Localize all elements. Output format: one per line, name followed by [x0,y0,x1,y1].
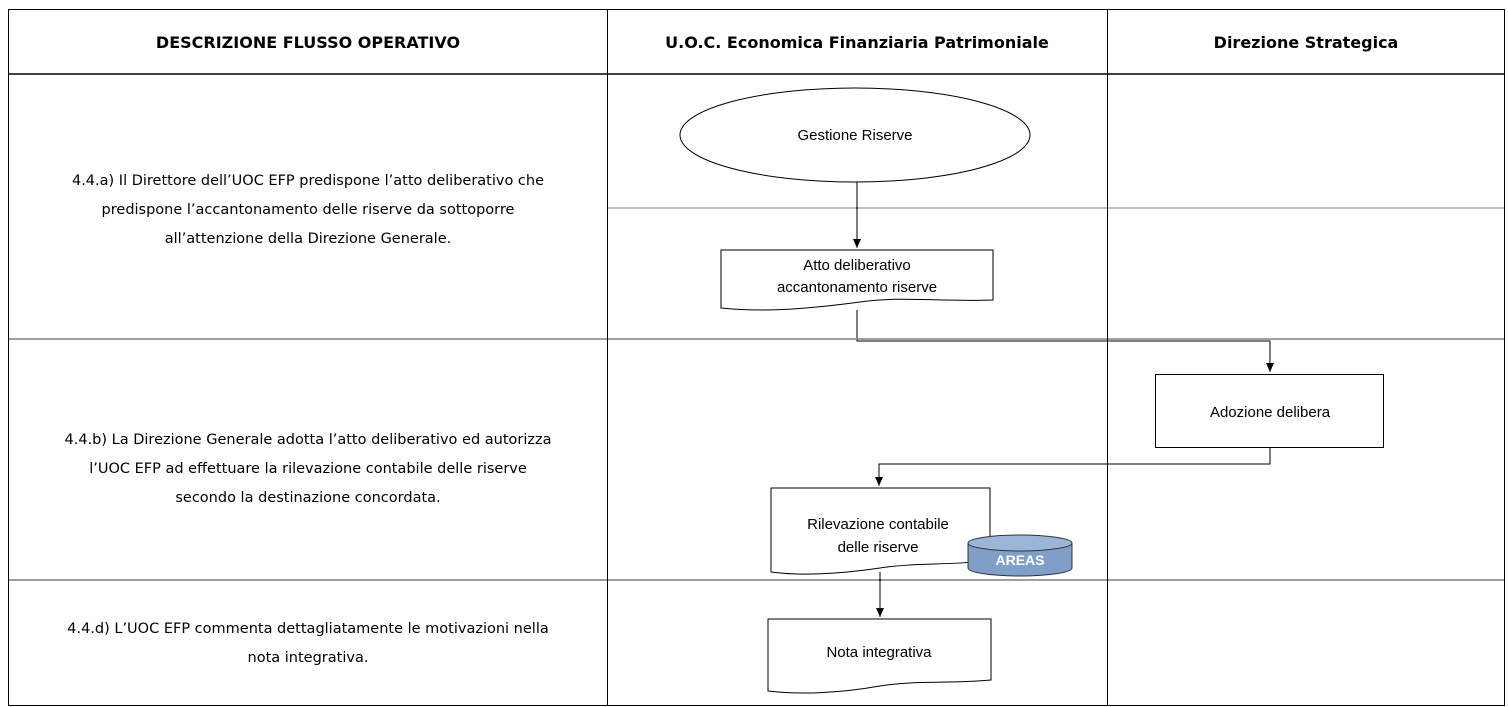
node-atto-deliberativo: Atto deliberativo accantonamento riserve [720,249,994,311]
step-description-d: 4.4.d) L’UOC EFP commenta dettagliatamen… [67,621,549,666]
node-areas-label: AREAS [995,552,1044,568]
node-areas-database: AREAS [967,534,1073,577]
step-b-line-2: l’UOC EFP ad effettuare la rilevazione c… [89,461,527,477]
header-row: DESCRIZIONE FLUSSO OPERATIVO U.O.C. Econ… [156,33,1398,52]
step-description-a: 4.4.a) Il Direttore dell’UOC EFP predisp… [72,173,544,247]
column-header-description: DESCRIZIONE FLUSSO OPERATIVO [156,33,460,52]
step-b-line-1: 4.4.b) La Direzione Generale adotta l’at… [65,432,552,448]
node-gestione-riserve-label: Gestione Riserve [797,127,912,144]
node-rilevazione-line-1: Rilevazione contabile [807,516,949,533]
node-gestione-riserve: Gestione Riserve [679,87,1031,183]
column-header-uoc: U.O.C. Economica Finanziaria Patrimonial… [665,33,1049,52]
node-nota-label: Nota integrativa [826,644,932,661]
step-description-b: 4.4.b) La Direzione Generale adotta l’at… [65,432,552,506]
step-a-line-3: all’attenzione della Direzione Generale. [165,231,452,247]
edge-adozione-to-rilevazione [875,448,1271,486]
node-rilevazione-contabile: Rilevazione contabile delle riserve [770,487,991,575]
step-b-line-3: secondo la destinazione concordata. [175,490,440,506]
swimlane-grid [8,9,1505,706]
node-adozione-delibera: Adozione delibera [1155,374,1384,448]
step-d-line-2: nota integrativa. [248,650,369,666]
node-atto-line-2: accantonamento riserve [777,279,937,296]
step-a-line-2: predispone l’accantonamento delle riserv… [102,202,515,218]
edge-atto-to-adozione [856,310,1274,372]
column-header-direzione: Direzione Strategica [1214,33,1399,52]
node-rilevazione-line-2: delle riserve [838,539,919,556]
node-nota-integrativa: Nota integrativa [767,618,992,694]
node-atto-line-1: Atto deliberativo [803,257,911,274]
step-d-line-1: 4.4.d) L’UOC EFP commenta dettagliatamen… [67,621,549,637]
connectors [853,181,1274,617]
step-a-line-1: 4.4.a) Il Direttore dell’UOC EFP predisp… [72,173,544,189]
node-adozione-label: Adozione delibera [1210,404,1331,421]
